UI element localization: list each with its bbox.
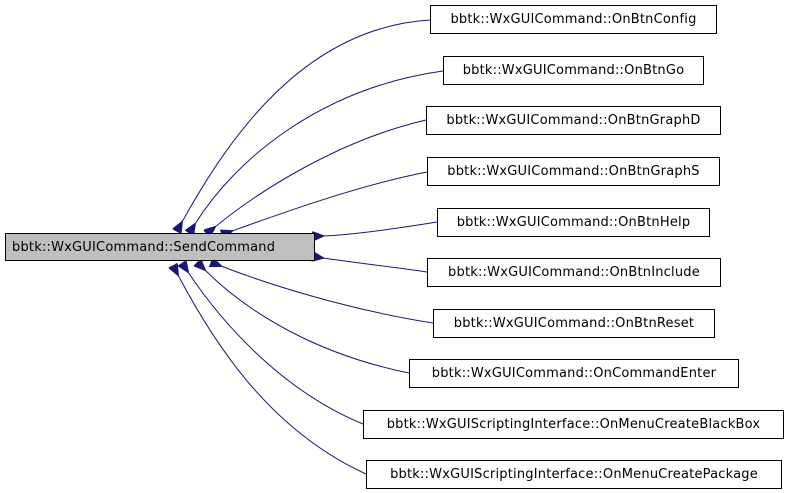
caller-node-on-btn-help[interactable]: bbtk::WxGUICommand::OnBtnHelp [437, 208, 710, 237]
call-edge-5 [323, 258, 428, 273]
caller-node-on-btn-reset[interactable]: bbtk::WxGUICommand::OnBtnReset [433, 309, 715, 338]
caller-node-label: bbtk::WxGUICommand::OnBtnReset [453, 316, 695, 331]
caller-node-on-btn-go[interactable]: bbtk::WxGUICommand::OnBtnGo [443, 56, 704, 85]
caller-node-on-command-enter[interactable]: bbtk::WxGUICommand::OnCommandEnter [409, 359, 739, 388]
call-edge-0 [182, 19, 431, 222]
call-edge-3 [232, 171, 428, 231]
call-edge-4 [323, 221, 438, 236]
caller-node-on-menu-create-black-box[interactable]: bbtk::WxGUIScriptingInterface::OnMenuCre… [363, 410, 784, 439]
caller-node-label: bbtk::WxGUICommand::OnBtnGraphS [447, 164, 700, 179]
root-node-label: bbtk::WxGUICommand::SendCommand [12, 239, 276, 255]
caller-node-label: bbtk::WxGUIScriptingInterface::OnMenuCre… [386, 417, 761, 432]
caller-node-on-btn-config[interactable]: bbtk::WxGUICommand::OnBtnConfig [430, 5, 717, 34]
call-edge-7 [205, 270, 410, 374]
call-edge-9 [178, 275, 367, 475]
caller-node-label: bbtk::WxGUICommand::OnCommandEnter [431, 366, 717, 381]
caller-node-label: bbtk::WxGUICommand::OnBtnHelp [456, 215, 691, 230]
caller-node-label: bbtk::WxGUICommand::OnBtnInclude [448, 265, 700, 280]
call-edge-2 [215, 119, 427, 227]
caller-node-label: bbtk::WxGUICommand::OnBtnGraphD [446, 113, 701, 128]
caller-node-on-btn-graph-d[interactable]: bbtk::WxGUICommand::OnBtnGraphD [426, 106, 721, 135]
caller-node-label: bbtk::WxGUICommand::OnBtnConfig [450, 12, 697, 27]
call-edge-6 [221, 266, 434, 324]
caller-node-label: bbtk::WxGUIScriptingInterface::OnMenuCre… [390, 467, 758, 482]
call-edge-1 [195, 70, 444, 224]
call-edge-8 [188, 272, 364, 425]
root-node[interactable]: bbtk::WxGUICommand::SendCommand [5, 233, 315, 261]
caller-node-label: bbtk::WxGUICommand::OnBtnGo [462, 63, 685, 78]
caller-node-on-btn-include[interactable]: bbtk::WxGUICommand::OnBtnInclude [427, 258, 721, 287]
caller-node-on-menu-create-package[interactable]: bbtk::WxGUIScriptingInterface::OnMenuCre… [366, 460, 782, 489]
caller-node-on-btn-graph-s[interactable]: bbtk::WxGUICommand::OnBtnGraphS [427, 157, 720, 186]
